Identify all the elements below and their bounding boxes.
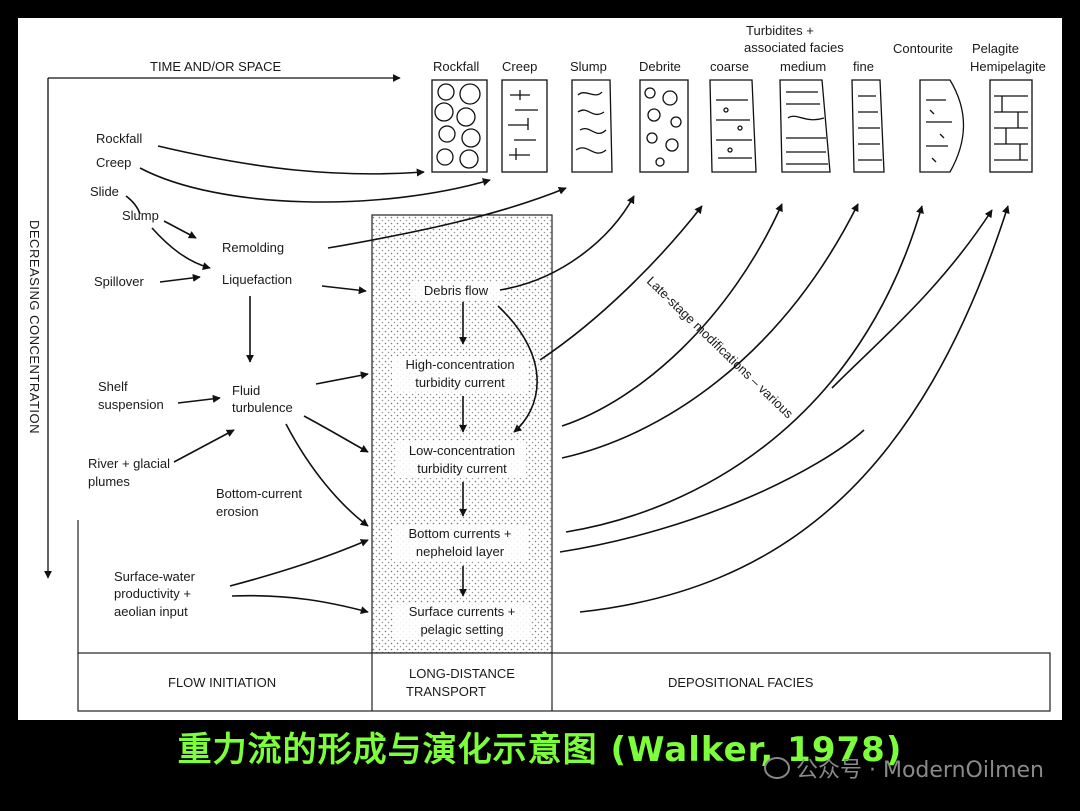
transport-zone [371,214,553,654]
facies-fine [851,79,885,173]
label-river-1: River + glacial [88,456,170,471]
label-fluid-2: turbulence [232,400,293,415]
header-turbidites-2: associated facies [744,40,844,55]
footer-flow-initiation: FLOW INITIATION [168,675,276,690]
header-rockfall: Rockfall [433,59,479,74]
transport-labels: Debris flow High-concentration turbidity… [392,282,530,639]
header-slump: Slump [570,59,607,74]
label-slide: Slide [90,184,119,199]
footer-long-2: TRANSPORT [406,684,486,699]
header-contourite: Contourite [893,41,953,56]
label-high-1: High-concentration [405,357,514,372]
diagram-board: TIME AND/OR SPACE DECREASING CONCENTRATI… [18,18,1062,720]
label-slump: Slump [122,208,159,223]
facies-contourite [919,79,965,173]
late-stage-label: Late-stage modifications – various [644,273,797,421]
axis-arrows [44,74,401,579]
label-bottom-1: Bottom currents + [409,526,512,541]
header-hemipelagite: Hemipelagite [970,59,1046,74]
flow-diagram: TIME AND/OR SPACE DECREASING CONCENTRATI… [27,23,1051,712]
label-shelf-1: Shelf [98,379,128,394]
facies-slump [571,79,613,173]
watermark-text: 公众号 · ModernOilmen [796,758,1044,783]
header-fine: fine [853,59,874,74]
label-high-2: turbidity current [415,375,505,390]
label-surface-1: Surface-water [114,569,196,584]
label-rockfall: Rockfall [96,131,142,146]
facies-columns [431,79,1033,173]
axis-vertical-label: DECREASING CONCENTRATION [27,220,42,434]
label-debris-flow: Debris flow [424,283,489,298]
label-surface-2: productivity + [114,586,191,601]
footer-box [77,652,1051,712]
facies-coarse [709,79,757,173]
watermark: 公众号 · ModernOilmen [764,752,1044,784]
wechat-icon [764,757,791,779]
label-bottom-erosion-1: Bottom-current [216,486,302,501]
label-low-1: Low-concentration [409,443,515,458]
label-bottom-erosion-2: erosion [216,504,259,519]
label-remolding: Remolding [222,240,284,255]
header-coarse: coarse [710,59,749,74]
header-medium: medium [780,59,826,74]
header-turbidites-1: Turbidites + [746,23,814,38]
facies-medium [779,79,831,173]
header-pelagite: Pelagite [972,41,1019,56]
label-creep: Creep [96,155,131,170]
footer-depositional: DEPOSITIONAL FACIES [668,675,814,690]
flow-arrows [125,145,1010,615]
label-spillover: Spillover [94,274,145,289]
column-headers: Rockfall Creep Slump Debrite Turbidites … [433,23,1046,74]
label-surface-currents-2: pelagic setting [420,622,503,637]
footer-long-1: LONG-DISTANCE [409,666,515,681]
header-creep: Creep [502,59,537,74]
header-debrite: Debrite [639,59,681,74]
axis-horizontal-label: TIME AND/OR SPACE [150,59,282,74]
label-low-2: turbidity current [417,461,507,476]
facies-rockfall [431,79,488,173]
facies-creep [501,79,548,173]
facies-debrite [639,79,689,173]
label-river-2: plumes [88,474,130,489]
label-surface-3: aeolian input [114,604,188,619]
label-liquefaction: Liquefaction [222,272,292,287]
label-shelf-2: suspension [98,397,164,412]
facies-pelagite [989,79,1033,173]
initiation-labels: Rockfall Creep Slide Slump Remolding Spi… [88,131,302,619]
label-surface-currents-1: Surface currents + [409,604,516,619]
label-fluid-1: Fluid [232,383,260,398]
label-bottom-2: nepheloid layer [416,544,505,559]
